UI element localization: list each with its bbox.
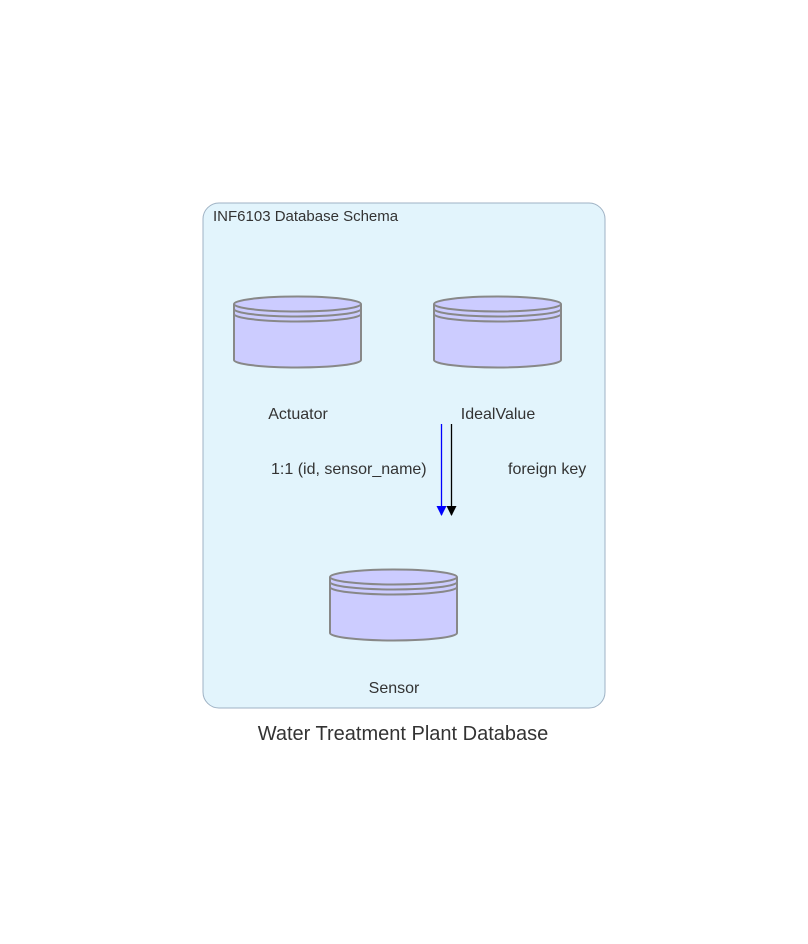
diagram-title: Water Treatment Plant Database <box>258 723 549 745</box>
node-label-ideal-value: IdealValue <box>461 406 536 423</box>
node-actuator[interactable]: Actuator <box>233 295 362 424</box>
edge-label-one-to-one: 1:1 (id, sensor_name) <box>271 461 427 478</box>
edge-foreign-key[interactable]: foreign key <box>446 424 587 516</box>
node-label-actuator: Actuator <box>268 406 328 423</box>
database-cylinder-icon <box>329 568 458 642</box>
node-ideal-value[interactable]: IdealValue <box>433 295 562 424</box>
database-cylinder-icon <box>233 295 362 369</box>
database-cylinder-icon <box>433 295 562 369</box>
edge-one-to-one[interactable]: 1:1 (id, sensor_name) <box>271 424 447 516</box>
node-label-sensor: Sensor <box>369 680 420 697</box>
node-sensor[interactable]: Sensor <box>329 568 458 698</box>
cluster-label: INF6103 Database Schema <box>213 208 399 225</box>
edge-label-foreign-key: foreign key <box>508 461 586 478</box>
